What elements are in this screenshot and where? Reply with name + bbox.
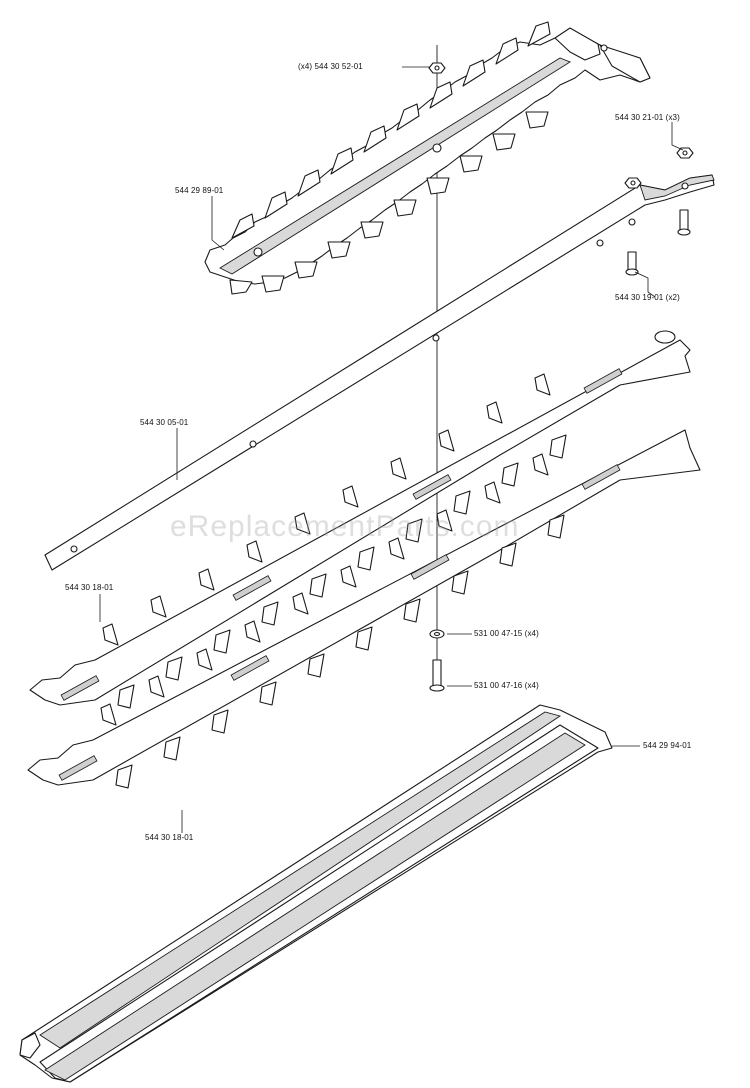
- screw-icon: [625, 251, 639, 276]
- washer-icon: [429, 629, 445, 639]
- leader-lines: [99, 66, 684, 833]
- screw-icon: [429, 659, 445, 692]
- label-blade-upper: 544 30 18-01: [65, 583, 114, 592]
- hex-nut-icon: [676, 147, 694, 159]
- label-blade-lower: 544 30 18-01: [145, 833, 194, 842]
- label-washer: 531 00 47-15 (x4): [474, 629, 539, 638]
- label-tip-guard: 544 29 94-01: [643, 741, 692, 750]
- cutting-blade-lower: [27, 429, 701, 789]
- label-nut-right: 544 30 21-01 (x3): [615, 113, 680, 122]
- upper-blade-guard: [204, 21, 651, 295]
- label-nut-top: (x4) 544 30 52-01: [298, 62, 363, 71]
- screw-icon: [677, 209, 691, 236]
- hex-nut-icon: [428, 62, 446, 74]
- hex-nut-icon: [624, 177, 642, 189]
- support-bar: [44, 174, 715, 571]
- blade-tip-guard: [19, 704, 613, 1083]
- cutting-blade-upper: [29, 330, 691, 709]
- watermark: eReplacementParts.com: [170, 510, 520, 543]
- label-screw-right: 544 30 19-01 (x2): [615, 293, 680, 302]
- label-bar: 544 30 05-01: [140, 418, 189, 427]
- label-upper-guard: 544 29 89-01: [175, 186, 224, 195]
- label-bolt: 531 00 47-16 (x4): [474, 681, 539, 690]
